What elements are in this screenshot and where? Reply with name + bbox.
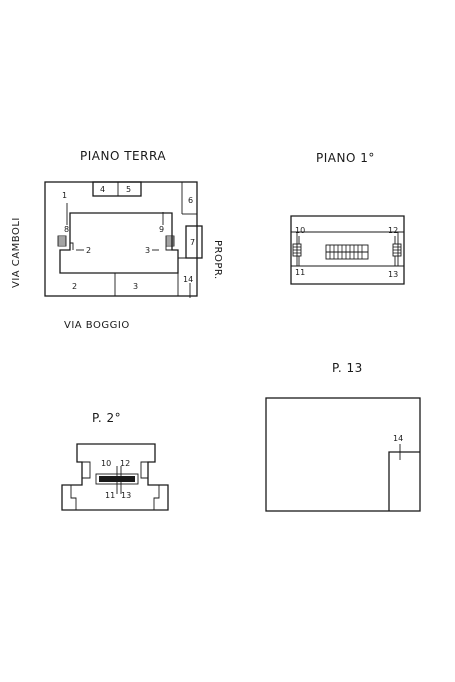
label-14: 14 [183,275,193,284]
stair-8 [57,235,67,247]
first-label-10: 10 [295,226,305,235]
parcel-13-plan: P. 13 14 [265,361,421,512]
second-floor-plan: P. 2° 10 12 11 13 [61,411,169,511]
label-1: 1 [62,191,67,200]
street-label-via-camboli: VIA CAMBOLI [11,217,22,288]
first-label-13: 13 [388,270,398,279]
first-floor-outline [290,215,405,285]
label-2-stair: 2 [86,246,91,255]
ground-floor-title: PIANO TERRA [80,149,166,163]
label-3-room: 3 [133,282,138,291]
first-label-12: 12 [388,226,398,235]
first-floor-stair-right [392,243,402,257]
first-floor-title: PIANO 1° [316,151,375,165]
second-label-12: 12 [120,459,130,468]
parcel-label-14: 14 [393,434,403,443]
first-floor-plan: PIANO 1° [290,151,405,285]
label-8: 8 [64,225,69,234]
property-label-propr: PROPR. [212,240,223,280]
parcel-13-outline [265,397,421,512]
first-floor-stair-left [292,243,302,257]
label-2-room: 2 [72,282,77,291]
parcel-13-title: P. 13 [332,361,363,375]
second-label-11: 11 [105,491,115,500]
first-label-11: 11 [295,268,305,277]
ground-courtyard [59,212,179,274]
second-floor-title: P. 2° [92,411,121,425]
label-6: 6 [188,196,193,205]
ground-floor-plan: PIANO TERRA [11,149,223,331]
label-4: 4 [100,185,105,194]
label-9: 9 [159,225,164,234]
label-3-stair: 3 [145,246,150,255]
room-4-5-block [92,181,142,197]
stair-9 [165,235,175,247]
first-floor-central-stair [325,244,369,260]
second-label-13: 13 [121,491,131,500]
label-7: 7 [190,238,195,247]
parcel-14-section [388,451,420,511]
street-label-via-boggio: VIA BOGGIO [64,320,130,331]
label-5: 5 [126,185,131,194]
second-floor-central-stair [95,466,139,494]
second-label-10: 10 [101,459,111,468]
